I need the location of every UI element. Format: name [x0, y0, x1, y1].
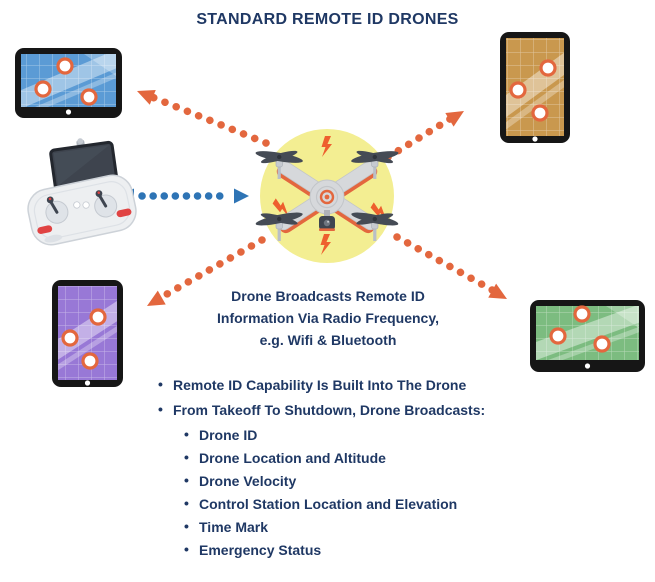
list-item-capability: Remote ID Capability Is Built Into The D… [158, 376, 618, 393]
caption-line-3: e.g. Wifi & Bluetooth [259, 332, 397, 348]
tablet-map-blue-icon [15, 48, 122, 118]
list-item-control-station: Control Station Location and Elevation [184, 495, 618, 512]
list-item-broadcasts: From Takeoff To Shutdown, Drone Broadcas… [158, 401, 618, 418]
arrowhead-icon [234, 188, 249, 204]
arrow-to-top-right-tablet [384, 111, 464, 161]
arrowhead-icon [137, 89, 156, 105]
caption-line-1: Drone Broadcasts Remote ID [231, 288, 425, 304]
home-button-icon [65, 109, 72, 115]
arrowhead-icon [445, 111, 464, 127]
tablet-map-green-icon [530, 300, 645, 372]
drone-icon [255, 150, 399, 241]
broadcast-arrows [137, 89, 507, 306]
home-button-icon [84, 380, 91, 386]
list-item-emergency-status: Emergency Status [184, 541, 618, 558]
home-button-icon [584, 363, 591, 369]
drone-position-markers [549, 305, 611, 353]
list-item-location-altitude: Drone Location and Altitude [184, 449, 618, 466]
arrow-to-bottom-left-tablet [147, 236, 266, 306]
broadcast-fields-sublist: Drone ID Drone Location and Altitude Dro… [184, 426, 618, 558]
arrowhead-icon [147, 290, 166, 306]
list-item-drone-id: Drone ID [184, 426, 618, 443]
arrowhead-icon [488, 283, 507, 299]
list-item-velocity: Drone Velocity [184, 472, 618, 489]
broadcast-caption: Drone Broadcasts Remote ID Information V… [165, 285, 491, 351]
control-link-arrow [119, 188, 249, 204]
broadcast-info-list: Remote ID Capability Is Built Into The D… [158, 376, 618, 565]
drone-position-markers [34, 57, 98, 106]
arrow-to-bottom-right-tablet [393, 233, 507, 299]
list-item-time-mark: Time Mark [184, 518, 618, 535]
page-title: STANDARD REMOTE ID DRONES [196, 11, 459, 28]
rotor-icon [255, 150, 399, 241]
home-button-icon [532, 136, 538, 142]
drone-position-markers [509, 59, 557, 122]
tablet-map-ochre-icon [500, 32, 570, 143]
arrow-to-top-left-tablet [137, 89, 270, 147]
drone-broadcast-hub [255, 129, 399, 263]
drone-position-markers [61, 308, 107, 370]
remote-controller-icon [27, 138, 137, 246]
tablet-map-purple-icon [52, 280, 123, 387]
caption-line-2: Information Via Radio Frequency, [217, 310, 439, 326]
